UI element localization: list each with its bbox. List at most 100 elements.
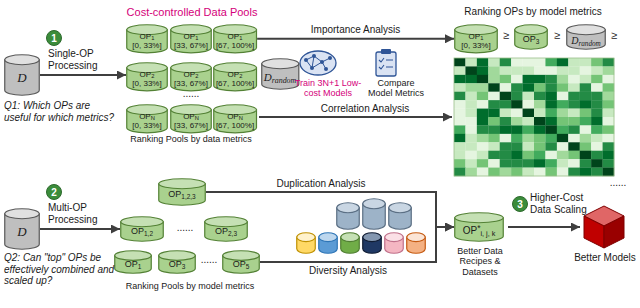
heatmap-cell bbox=[545, 151, 557, 160]
node-text: [33, 67%] bbox=[174, 80, 208, 89]
subscript-text: 1 bbox=[138, 263, 142, 270]
heatmap-cell bbox=[591, 142, 603, 151]
cylinder-top bbox=[455, 213, 504, 223]
node-label: OP1[0, 33%] bbox=[461, 33, 490, 51]
node-text-line: OP1 bbox=[125, 260, 142, 270]
heatmap-cell bbox=[557, 92, 569, 101]
heatmap-cell bbox=[488, 83, 500, 92]
heatmap-cell bbox=[557, 125, 569, 134]
node-label: 3 bbox=[517, 199, 523, 210]
heatmap-cell bbox=[477, 75, 489, 84]
heatmap-cell bbox=[488, 117, 500, 126]
heatmap-cell bbox=[465, 168, 477, 177]
node-text: [33, 67%] bbox=[174, 42, 208, 51]
heatmap-cell bbox=[500, 92, 512, 101]
heatmap-cell bbox=[523, 134, 535, 143]
heatmap-cell bbox=[454, 117, 466, 126]
node-text-line: OPN bbox=[183, 113, 199, 122]
heatmap-cell bbox=[568, 58, 580, 67]
heatmap-cell bbox=[465, 134, 477, 143]
heatmap-cell bbox=[500, 83, 512, 92]
heatmap-cell bbox=[545, 92, 557, 101]
node-text: OP bbox=[125, 259, 138, 269]
heatmap-cell bbox=[511, 125, 523, 134]
heatmap-cell bbox=[523, 117, 535, 126]
heatmap-cell bbox=[557, 58, 569, 67]
heatmap-cell bbox=[523, 125, 535, 134]
node-text: 2 bbox=[51, 187, 57, 198]
subscript-text: i, j, k bbox=[480, 228, 495, 237]
node-text-line: 3 bbox=[517, 199, 523, 210]
ellipsis: ...... bbox=[166, 222, 204, 234]
edge-label: Diversity Analysis bbox=[307, 265, 389, 277]
node-label: OP1,2,3 bbox=[168, 190, 195, 200]
heatmap-cell bbox=[580, 125, 592, 134]
heatmap-cell bbox=[591, 159, 603, 168]
heatmap-cell bbox=[511, 58, 523, 67]
heatmap-cell bbox=[511, 134, 523, 143]
heatmap-cell bbox=[477, 159, 489, 168]
better-model-cube bbox=[584, 206, 624, 248]
pool-caption: Ranking Pools by data metrics bbox=[116, 134, 266, 144]
node-text-line: D bbox=[17, 71, 26, 85]
heatmap-cell bbox=[591, 168, 603, 177]
node-label: OPN[33, 67%] bbox=[174, 113, 208, 131]
subscript-text: 1 bbox=[195, 35, 198, 41]
ellipsis: ...... bbox=[600, 177, 636, 189]
heatmap-cell bbox=[454, 125, 466, 134]
heatmap-cell bbox=[534, 66, 546, 75]
data-pool: OP3 bbox=[158, 250, 196, 274]
cylinder-top bbox=[261, 59, 298, 69]
network-dot bbox=[312, 54, 316, 58]
cylinder-top bbox=[319, 233, 338, 242]
heatmap-cell bbox=[534, 125, 546, 134]
node-text: OP bbox=[523, 34, 536, 44]
cylinder-top bbox=[5, 209, 40, 219]
cube-right bbox=[604, 216, 624, 248]
heatmap-cell bbox=[500, 159, 512, 168]
heatmap-cell bbox=[568, 109, 580, 118]
node-text: [0, 33%] bbox=[132, 122, 161, 131]
heatmap-cell bbox=[591, 109, 603, 118]
subscript-text: 1 bbox=[480, 35, 483, 41]
heatmap-cell bbox=[568, 168, 580, 177]
heatmap-cell bbox=[477, 125, 489, 134]
circle-fill bbox=[47, 31, 62, 46]
node-label: OP2,3 bbox=[215, 227, 237, 237]
node-label: OP3 bbox=[523, 35, 540, 45]
heatmap-cell bbox=[580, 142, 592, 151]
node-text-line: OP1,2,3 bbox=[168, 190, 195, 200]
heatmap-cell bbox=[580, 92, 592, 101]
heatmap-cell bbox=[454, 151, 466, 160]
step-title: Higher-Cost Data Scaling bbox=[530, 192, 596, 215]
data-pool: OP1[67, 100%] bbox=[213, 24, 257, 54]
cylinder-shape bbox=[158, 178, 206, 206]
data-pool: OPN[67, 100%] bbox=[213, 104, 257, 134]
node-text: [67, 100%] bbox=[216, 80, 254, 89]
subscript-text: N bbox=[195, 115, 199, 121]
heatmap-cell bbox=[545, 75, 557, 84]
node-text: OP bbox=[228, 70, 240, 79]
node-text: [0, 33%] bbox=[461, 42, 490, 51]
heatmap-cell bbox=[523, 100, 535, 109]
subscript-text: random bbox=[578, 39, 600, 47]
heatmap-cell bbox=[454, 134, 466, 143]
subscript-text: 2 bbox=[239, 73, 242, 79]
node-label: OP2[33, 67%] bbox=[174, 71, 208, 89]
heatmap-cell bbox=[534, 83, 546, 92]
heatmap-cell bbox=[603, 75, 615, 84]
subscript-text: 3 bbox=[182, 263, 186, 270]
heatmap-cell bbox=[454, 168, 466, 177]
combined-pool: OP1,2,3 bbox=[158, 178, 206, 206]
relation-symbol: ≥ bbox=[550, 29, 564, 42]
node-text-line: 1 bbox=[51, 33, 57, 44]
heatmap-cell bbox=[603, 66, 615, 75]
node-label: OP1 bbox=[125, 260, 142, 270]
subscript-text: 3 bbox=[536, 38, 540, 45]
heatmap-cell bbox=[580, 168, 592, 177]
node-text: OP bbox=[184, 70, 196, 79]
node-label: OP1[67, 100%] bbox=[216, 33, 254, 51]
heatmap-cell bbox=[545, 134, 557, 143]
node-text: OP bbox=[140, 32, 152, 41]
cylinder-top bbox=[121, 217, 164, 227]
